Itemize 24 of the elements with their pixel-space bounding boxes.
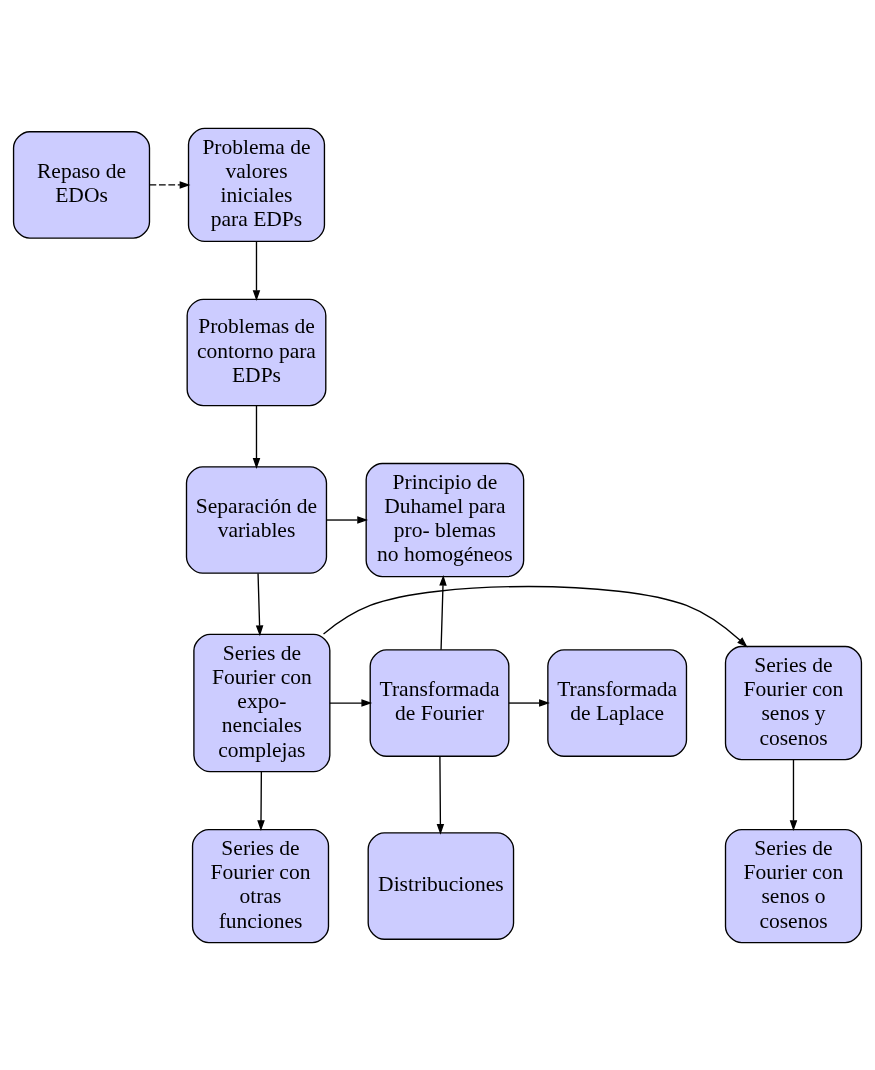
arrow — [252, 240, 261, 301]
arrow — [508, 698, 550, 707]
arrow — [326, 515, 369, 524]
node-box: Separación de variables — [185, 465, 328, 574]
arrow — [252, 404, 261, 469]
node-box: Principio de Duhamel para pro- blemas no homogéneos — [365, 462, 525, 577]
node-box: Transformada de Fourier — [369, 648, 510, 757]
arrow — [789, 758, 798, 831]
arrow — [439, 574, 447, 650]
arrow — [329, 698, 373, 707]
node-box: Transformada de Laplace — [547, 648, 688, 757]
node-box: Distribuciones — [367, 831, 515, 940]
node-box: Series de Fourier con senos o cosenos — [724, 828, 863, 943]
arrow — [255, 572, 264, 636]
node-box: Problemas de contorno para EDPs — [186, 298, 327, 406]
node-box: Series de Fourier con otras funciones — [191, 828, 330, 943]
node-box: Series de Fourier con senos y cosenos — [724, 645, 863, 760]
node-box: Series de Fourier con expo- nenciales complejas — [193, 633, 331, 772]
arrow — [148, 180, 191, 189]
arrow — [436, 755, 445, 835]
node-box: Problema de valores iniciales para EDPs — [187, 127, 326, 242]
arrow — [257, 770, 265, 831]
arrow — [322, 585, 748, 647]
node-box: Repaso de EDOs — [12, 130, 151, 239]
